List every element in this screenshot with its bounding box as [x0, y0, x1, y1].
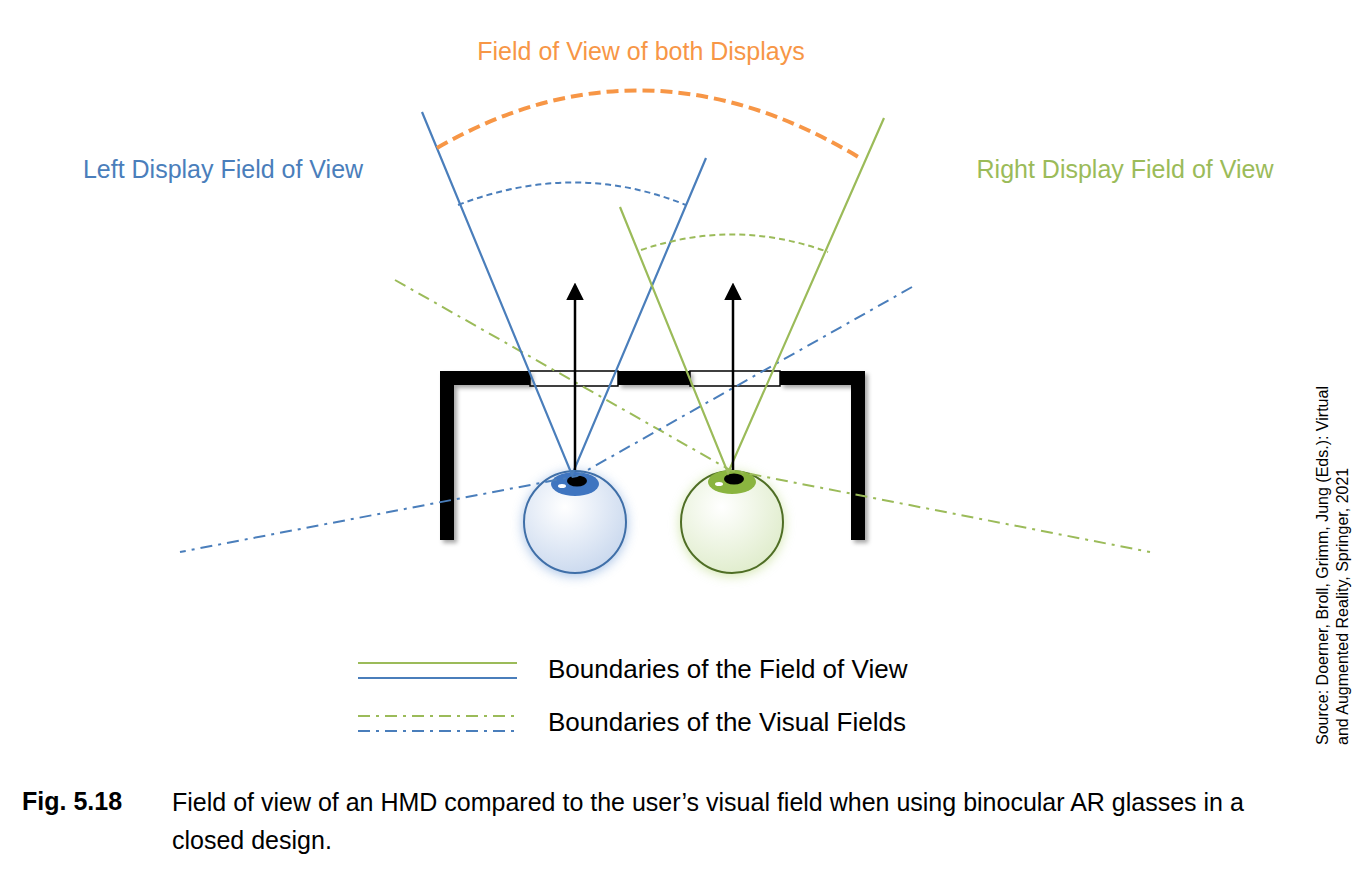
right-fov-title: Right Display Field of View [977, 154, 1274, 185]
eye-glow [523, 472, 627, 576]
housing-bridge [618, 371, 690, 385]
left-visual-field-boundary [180, 287, 912, 552]
legend-sample-line [358, 715, 517, 717]
left-eye [524, 471, 626, 573]
view-direction-arrow [732, 286, 735, 470]
housing-left [447, 378, 530, 540]
source-note: Source: Doerner, Broll, Grimm, Jung (Eds… [1313, 365, 1353, 745]
right-iris [708, 470, 756, 494]
legend-sample-line [358, 677, 517, 679]
figure-number: Fig. 5.18 [22, 786, 122, 817]
right-fov-boundary [620, 118, 884, 473]
right-eye [681, 471, 783, 573]
eye-highlight [715, 482, 723, 486]
legend-sample-line [358, 730, 517, 732]
housing-right [780, 378, 858, 540]
combined-fov-title: Field of View of both Displays [477, 36, 804, 67]
combined-fov-arc [437, 90, 860, 158]
left-pupil [567, 476, 587, 487]
left-fov-boundary [422, 112, 706, 475]
right-pupil [724, 474, 744, 485]
left-fov-arc [458, 183, 686, 206]
legend-label: Boundaries of the Visual Fields [548, 707, 906, 738]
view-direction-arrow [574, 286, 577, 470]
figure-caption: Field of view of an HMD compared to the … [172, 783, 1322, 859]
left-fov-title: Left Display Field of View [83, 154, 363, 185]
legend-label: Boundaries of the Field of View [548, 654, 907, 685]
right-fov-arc [641, 234, 828, 252]
eye-highlight [558, 484, 566, 488]
legend-sample-line [358, 662, 517, 664]
hmd-housing [447, 378, 858, 540]
